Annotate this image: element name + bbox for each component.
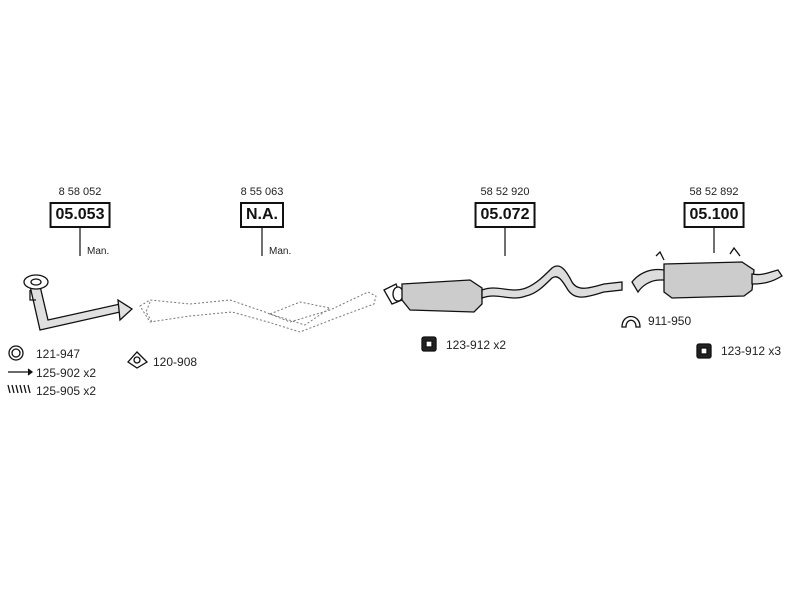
part-label-gasket: 120-908 xyxy=(153,355,198,369)
bolt-icon xyxy=(8,368,34,376)
manufacturer-note-05053: Man. xyxy=(87,246,110,257)
part-label-hanger-rear: 123-912 x3 xyxy=(721,344,782,358)
middle-muffler-assembly xyxy=(383,265,623,313)
ref-number-na: 8 55 063 xyxy=(240,186,284,198)
part-label-clamp: 911-950 xyxy=(648,314,692,328)
part-label-spring: 125-905 x2 xyxy=(36,384,97,398)
part-code-box-05053[interactable]: 05.053 xyxy=(49,202,111,228)
part-label-bolt: 125-902 x2 xyxy=(36,366,97,380)
part-code-box-na[interactable]: N.A. xyxy=(240,202,284,228)
front-pipe xyxy=(23,274,134,331)
ring-icon xyxy=(8,345,24,361)
spring-icon xyxy=(7,384,31,394)
part-code-box-05100[interactable]: 05.100 xyxy=(683,202,745,228)
rubber-hanger-icon xyxy=(421,336,437,352)
rubber-hanger-icon xyxy=(696,343,712,359)
rear-muffler-assembly xyxy=(631,246,783,299)
ref-number-05100: 58 52 892 xyxy=(689,186,739,198)
manufacturer-note-na: Man. xyxy=(269,246,292,257)
catalytic-section-outline xyxy=(139,291,377,333)
clamp-icon xyxy=(621,315,641,328)
ref-number-05053: 8 58 052 xyxy=(58,186,102,198)
ref-number-05072: 58 52 920 xyxy=(480,186,530,198)
gasket-icon xyxy=(127,351,149,369)
part-label-ring: 121-947 xyxy=(36,347,81,361)
part-code-box-05072[interactable]: 05.072 xyxy=(474,202,536,228)
part-label-hanger-mid: 123-912 x2 xyxy=(446,338,507,352)
